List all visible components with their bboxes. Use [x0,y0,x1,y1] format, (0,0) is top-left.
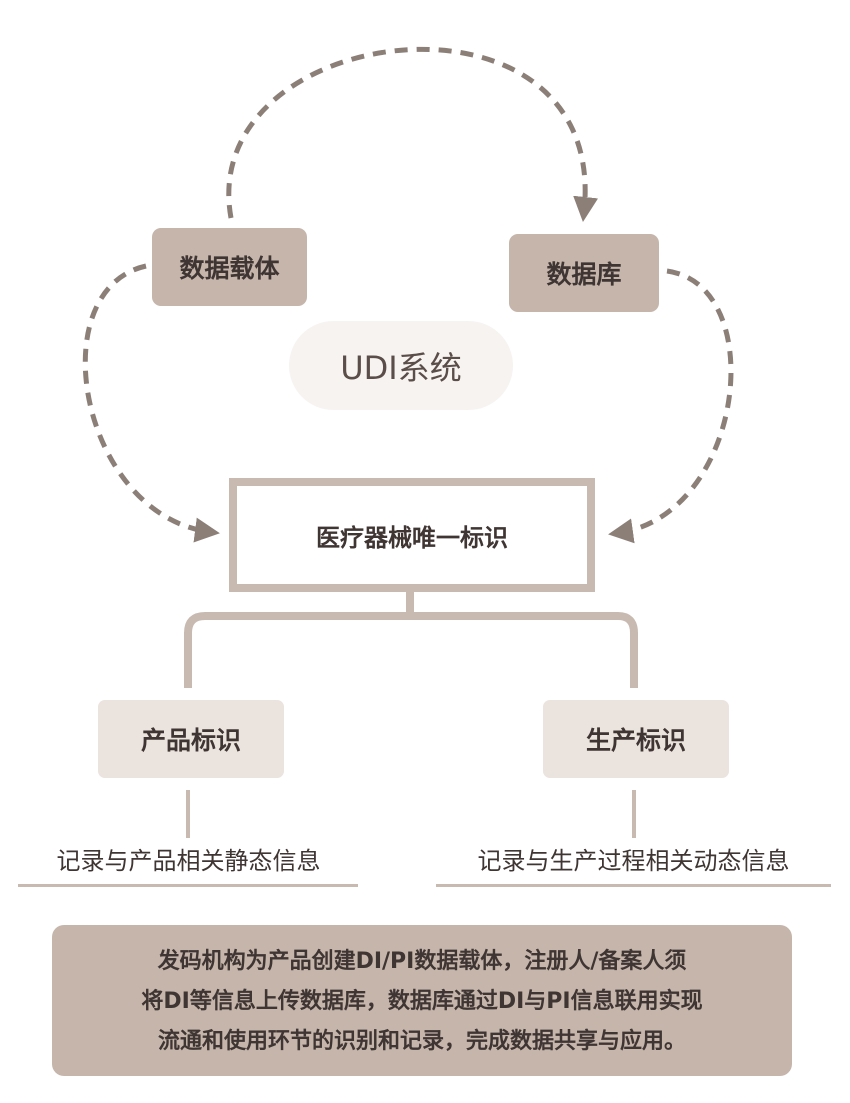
udi-main-node: 医疗器械唯一标识 [229,478,595,592]
database-node: 数据库 [509,234,659,312]
udi-system-title: UDI系统 [289,321,513,410]
summary-line: 将DI等信息上传数据库，数据库通过DI与PI信息联用实现 [141,989,703,1014]
carrier-to-udi-arrow [82,263,220,543]
summary-line: 流通和使用环节的识别和记录，完成数据共享与应用。 [157,1029,686,1054]
summary-panel: 发码机构为产品创建DI/PI数据载体，注册人/备案人须 将DI等信息上传数据库，… [52,925,792,1076]
summary-line: 发码机构为产品创建DI/PI数据载体，注册人/备案人须 [157,949,687,974]
product-identifier-description: 记录与产品相关静态信息 [56,847,321,875]
carrier-to-database-arrow [226,46,599,222]
product-description-underline [18,884,358,887]
database-to-udi-arrow [608,268,734,544]
data-carrier-node: 数据载体 [152,228,307,306]
branch-connector [184,592,638,688]
production-identifier-node: 生产标识 [543,700,729,778]
production-description-underline [436,884,831,887]
production-identifier-description: 记录与生产过程相关动态信息 [477,847,790,875]
product-identifier-node: 产品标识 [98,700,284,778]
